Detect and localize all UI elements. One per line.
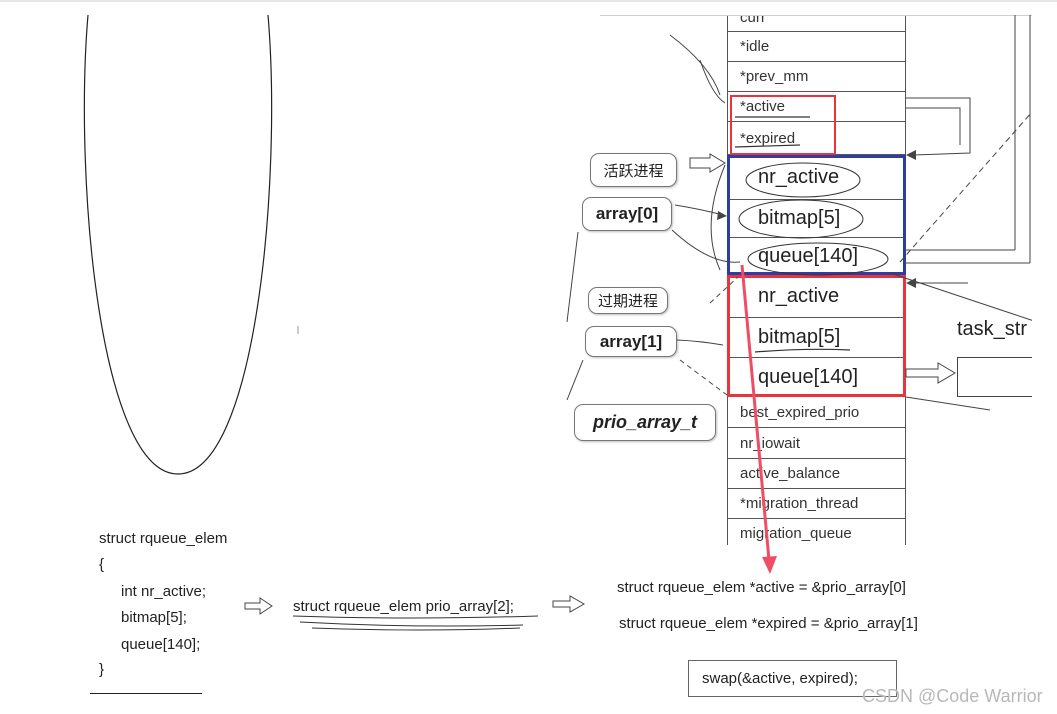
underline-expired (734, 144, 801, 148)
runqueue-connector-lines (566, 15, 1032, 411)
line-array0-to-table (674, 204, 724, 216)
array1-field-label: queue[140] (758, 365, 859, 388)
rq-field-label: *expired (740, 129, 796, 147)
left-long-line-2 (566, 359, 584, 401)
label-prio-array-t: prio_array_t (574, 404, 716, 441)
declaration-underline-2 (299, 621, 524, 627)
array0-field-label: bitmap[5] (758, 207, 841, 229)
curve-from-top (669, 34, 721, 96)
label-text: 过期进程 (597, 293, 658, 310)
swap-call-box: swap(&active, expired); (688, 660, 897, 697)
label-text: prio_array_t (592, 412, 698, 432)
top-border-line (0, 0, 1057, 2)
dashed-diagonal-line (899, 111, 1032, 263)
bracket-arrow-head (906, 150, 916, 160)
dashed-array1-line (679, 359, 728, 396)
declaration-underline-3 (311, 627, 521, 631)
tall-oval-shape (83, 14, 273, 475)
label-text: 活跃进程 (603, 162, 664, 180)
code-member-nr-active: int nr_active; (121, 583, 207, 600)
array1-field-label: bitmap[5] (758, 326, 841, 348)
code-member-queue: queue[140]; (121, 636, 201, 653)
code-declaration: struct rqueue_elem prio_array[2]; (293, 598, 514, 615)
rq-field-label: *idle (740, 38, 770, 55)
line-below-red-box (905, 396, 991, 411)
runqueue-diagram: curr *idle *prev_mm *active *expired nr_… (560, 15, 1032, 545)
task-struct-box (957, 357, 1032, 397)
array0-field-label: queue[140] (758, 244, 859, 267)
label-array1: array[1] (585, 326, 677, 357)
hollow-arrow-queue-to-task (905, 362, 956, 384)
rq-field-curr: curr (727, 15, 906, 32)
handdrawn-oval-queue (747, 242, 889, 276)
rq-field-label: *prev_mm (740, 68, 809, 85)
arrow-array0-head (717, 211, 727, 220)
label-array0: array[0] (582, 197, 672, 231)
curve-array0-down (671, 229, 741, 263)
label-text: array[1] (599, 331, 663, 351)
underline-array1-bitmap (754, 348, 851, 353)
code-member-bitmap: bitmap[5]; (121, 609, 187, 626)
rq-field-idle: *idle (727, 32, 906, 62)
curve-to-active-ptr (699, 59, 726, 104)
rq-field-label: *active (740, 98, 786, 115)
label-expired-processes: 过期进程 (588, 287, 668, 314)
code-open-brace: { (99, 556, 105, 573)
loop-left-of-array0 (710, 164, 726, 271)
red-arrow-head (762, 556, 777, 574)
code-close-brace: } (99, 661, 105, 678)
handdrawn-oval-nr-active (745, 162, 861, 198)
handdrawn-oval-bitmap (738, 199, 864, 239)
label-active-processes: 活跃进程 (590, 153, 677, 187)
code-struct-header: struct rqueue_elem (99, 530, 228, 547)
hollow-arrow-to-pointers (552, 595, 586, 613)
active-bracket-line (906, 97, 971, 156)
line-array1-to-table (676, 339, 724, 346)
csdn-watermark: CSDN @Code Warrior (862, 686, 1043, 706)
dashed-expired-line (709, 276, 739, 304)
rq-field-label: curr (740, 15, 766, 26)
code-active-pointer: struct rqueue_elem *active = &prio_array… (617, 579, 906, 596)
hollow-arrow-to-declaration (244, 597, 273, 615)
declaration-underline-1 (292, 615, 539, 619)
code-underline-rule (90, 693, 202, 694)
line-to-task-struct (889, 272, 1032, 321)
code-expired-pointer: struct rqueue_elem *expired = &prio_arra… (619, 615, 918, 632)
swap-call-text: swap(&active, expired); (702, 670, 858, 687)
rq-field-prev-mm: *prev_mm (727, 62, 906, 92)
hollow-arrow-to-array0 (689, 153, 726, 173)
label-task-struct: task_str (957, 318, 1028, 340)
expired-bracket-line (906, 107, 961, 145)
array0-field-label: nr_active (758, 165, 840, 188)
left-long-line-1 (566, 231, 579, 323)
label-text: array[0] (595, 204, 659, 223)
array1-field-label: nr_active (758, 284, 840, 307)
rq-field-active: *active (727, 92, 906, 122)
